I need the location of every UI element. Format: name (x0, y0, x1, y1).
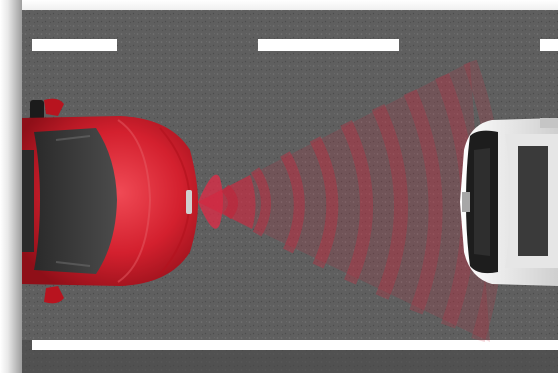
white-car-icon (460, 118, 558, 286)
lane-dash-3 (540, 39, 558, 51)
lane-dash-1 (32, 39, 117, 51)
lane-dash-2 (258, 39, 399, 51)
solid-edge-line (32, 340, 558, 350)
